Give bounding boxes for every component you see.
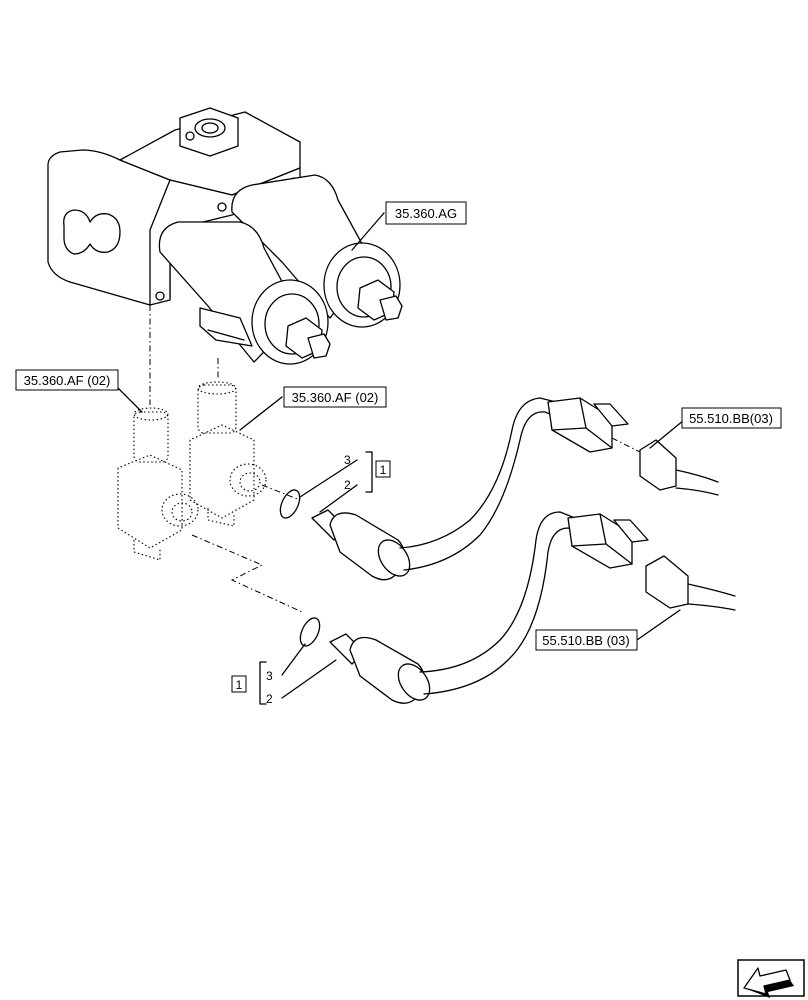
wire-harness-lower <box>419 511 581 695</box>
svg-text:35.360.AF (02): 35.360.AF (02) <box>292 390 379 405</box>
group-bracket-box-lower <box>231 675 247 693</box>
item-group-lower: 1 3 2 <box>231 669 273 706</box>
adapter-fitting-right <box>189 381 267 527</box>
wire-harness-upper <box>399 397 561 571</box>
connector-upper-mate <box>639 439 719 496</box>
callout-leaders <box>116 212 685 705</box>
svg-text:35.360.AG: 35.360.AG <box>395 206 457 221</box>
callout-55-510-bb-bottom[interactable]: 55.510.BB (03) <box>535 629 638 651</box>
group-bracket-box-upper <box>375 460 391 478</box>
valve-block-assembly <box>47 107 403 365</box>
svg-text:35.360.AF (02): 35.360.AF (02) <box>24 373 111 388</box>
group-bracket-label-lower: 1 <box>236 678 243 692</box>
svg-text:55.510.BB (03): 55.510.BB (03) <box>542 633 629 648</box>
svg-text:55.510.BB(03): 55.510.BB(03) <box>689 411 773 426</box>
item-number-2-upper: 2 <box>344 478 351 492</box>
callout-35-360-af-left[interactable]: 35.360.AF (02) <box>15 369 119 391</box>
o-ring-upper <box>279 489 301 519</box>
o-ring-lower <box>299 617 321 647</box>
item-number-2-lower: 2 <box>266 692 273 706</box>
pressure-switch-upper <box>311 509 411 581</box>
adapter-fitting-left <box>117 407 199 561</box>
item-group-upper: 3 2 1 <box>344 453 391 492</box>
group-bracket-label-upper: 1 <box>380 463 387 477</box>
connector-lower-mate <box>645 555 736 611</box>
item-number-3-upper: 3 <box>344 453 351 467</box>
callout-55-510-bb-top[interactable]: 55.510.BB(03) <box>681 407 782 429</box>
center-lines <box>149 305 641 613</box>
connector-upper-plug <box>547 397 629 453</box>
connector-lower-plug <box>567 513 649 569</box>
next-page-arrow-icon[interactable] <box>737 959 805 998</box>
callout-35-360-ag[interactable]: 35.360.AG <box>385 201 467 225</box>
callout-35-360-af-right[interactable]: 35.360.AF (02) <box>283 386 387 408</box>
item-number-3-lower: 3 <box>266 669 273 683</box>
pressure-switch-lower <box>329 633 431 704</box>
